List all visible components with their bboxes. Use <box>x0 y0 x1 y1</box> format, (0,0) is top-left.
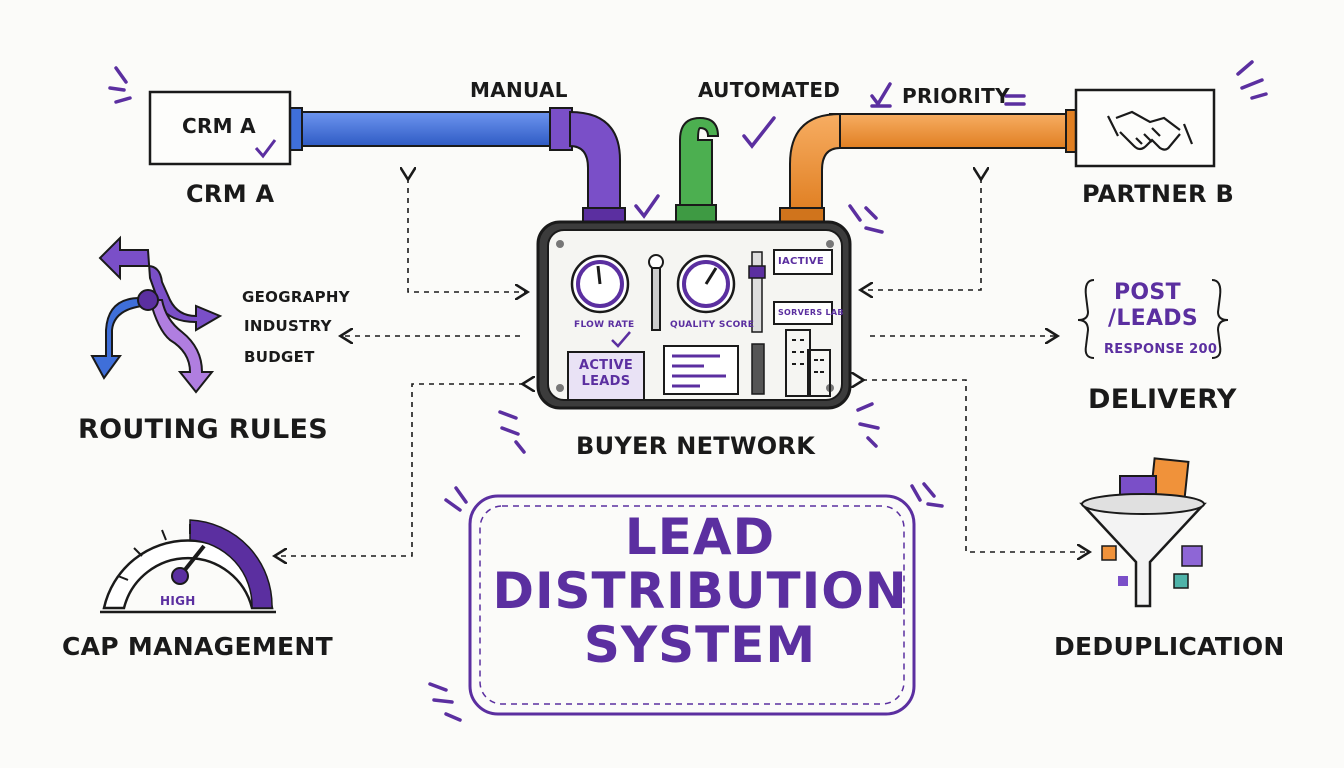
partner-b-label: PARTNER B <box>1082 180 1235 208</box>
flow-rate-label: FLOW RATE <box>574 320 635 330</box>
routing-criterion: BUDGET <box>244 348 315 366</box>
delivery-response: RESPONSE 200 <box>1104 342 1218 357</box>
dedup-funnel-icon <box>1079 457 1207 608</box>
buyer-network-machine <box>536 220 852 410</box>
connector-cap <box>276 384 524 556</box>
sketch-accents <box>108 60 1268 722</box>
deduplication-label: DEDUPLICATION <box>1054 632 1285 661</box>
title-line: DISTRIBUTION <box>492 562 908 620</box>
quality-score-label: QUALITY SCORE <box>670 320 755 330</box>
handshake-icon <box>1107 110 1194 151</box>
crm-a-box-label: CRM A <box>182 114 256 138</box>
title-line: SYSTEM <box>583 616 817 674</box>
cap-management-label: CAP MANAGEMENT <box>62 632 333 661</box>
connectors <box>276 178 1088 556</box>
title-line: LEAD <box>624 508 776 566</box>
automated-pipe <box>675 116 720 224</box>
active-leads-screen: ACTIVE LEADS <box>578 358 634 389</box>
routing-arrows-icon <box>90 235 223 394</box>
screen-text: SORVERS LAB <box>778 308 844 317</box>
delivery-label: DELIVERY <box>1088 384 1237 415</box>
connector-crm-machine <box>408 178 526 292</box>
manual-pipe-label: MANUAL <box>470 78 568 102</box>
code-braces-icon <box>1077 279 1229 359</box>
crm-a-box <box>148 90 292 166</box>
crm-a-label: CRM A <box>186 180 275 208</box>
routing-criterion: INDUSTRY <box>244 317 332 335</box>
automated-pipe-label: AUTOMATED <box>698 78 841 102</box>
partner-b-box <box>1074 88 1216 168</box>
connector-partner-machine <box>862 178 981 290</box>
cap-gauge-icon <box>100 519 276 614</box>
title-frame <box>468 494 916 716</box>
priority-pipe <box>779 109 1079 225</box>
page-title: LEAD DISTRIBUTION SYSTEM <box>480 510 920 672</box>
priority-pipe-label: PRIORITY <box>902 84 1010 108</box>
routing-criterion: GEOGRAPHY <box>242 288 350 306</box>
cap-gauge-text: HIGH <box>160 594 196 608</box>
buyer-network-label: BUYER NETWORK <box>576 432 816 460</box>
delivery-endpoint: /LEADS <box>1108 306 1199 331</box>
delivery-post: POST <box>1114 280 1181 305</box>
connector-dedup <box>862 380 1088 552</box>
active-tag: IACTIVE <box>778 256 825 267</box>
check-icon <box>254 139 277 159</box>
routing-rules-label: ROUTING RULES <box>78 414 328 445</box>
manual-pipe <box>289 107 626 225</box>
building-icon <box>785 329 831 397</box>
